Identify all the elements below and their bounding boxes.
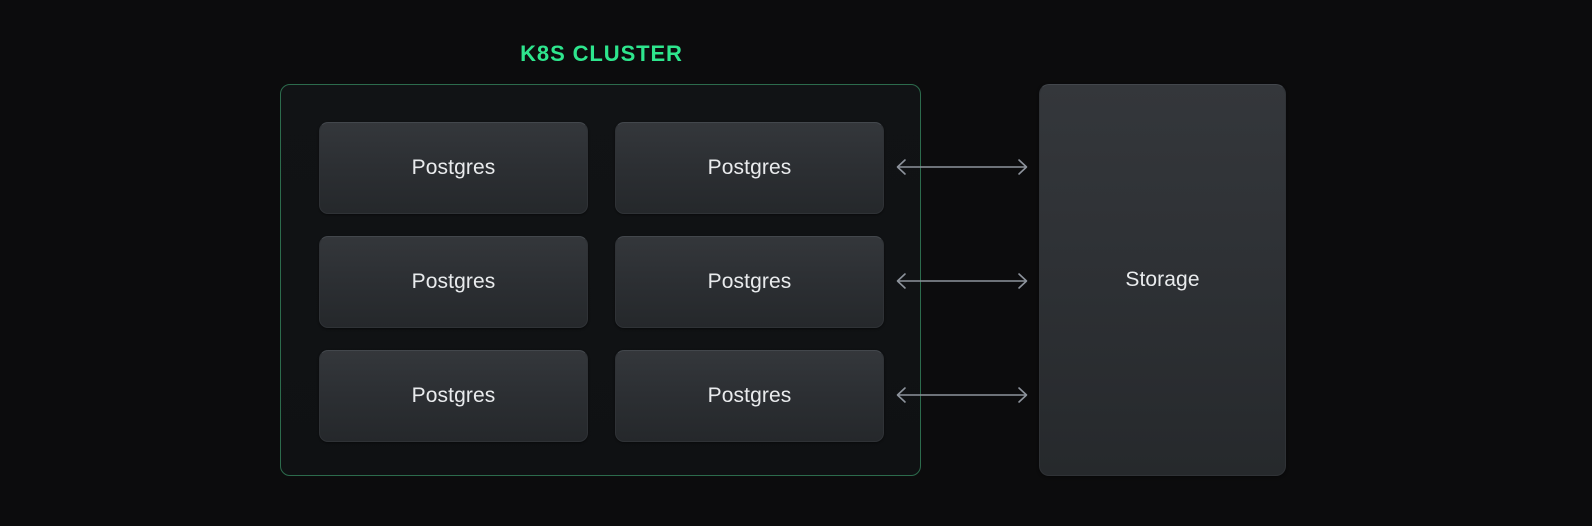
page-title: K8S CLUSTER — [520, 41, 683, 66]
storage-node-label: Storage — [1125, 268, 1200, 291]
postgres-node-label: Postgres — [411, 384, 496, 407]
postgres-node-grid: Postgres Postgres Postgres Postgres Post… — [319, 122, 884, 442]
postgres-node[interactable]: Postgres — [319, 236, 588, 328]
postgres-node[interactable]: Postgres — [319, 122, 588, 214]
storage-node[interactable]: Storage — [1039, 84, 1286, 476]
postgres-node[interactable]: Postgres — [615, 236, 884, 328]
postgres-node[interactable]: Postgres — [615, 122, 884, 214]
postgres-node-label: Postgres — [411, 156, 496, 179]
postgres-node-label: Postgres — [707, 156, 792, 179]
postgres-node[interactable]: Postgres — [319, 350, 588, 442]
postgres-node-label: Postgres — [707, 270, 792, 293]
postgres-node[interactable]: Postgres — [615, 350, 884, 442]
postgres-node-label: Postgres — [707, 384, 792, 407]
postgres-node-label: Postgres — [411, 270, 496, 293]
